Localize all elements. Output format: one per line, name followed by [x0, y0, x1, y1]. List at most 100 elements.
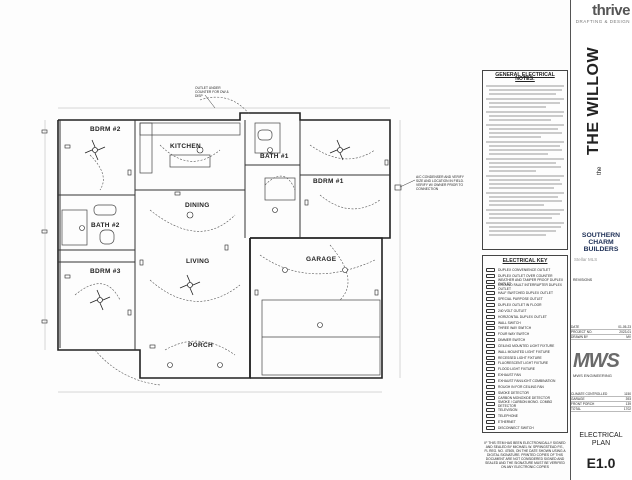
key-item: FOUR WAY SWITCH: [486, 331, 564, 337]
key-symbol-icon: [486, 338, 495, 343]
key-symbol-icon: [486, 332, 495, 337]
key-item: FLUORESCENT LIGHT FIXTURE: [486, 361, 564, 367]
notes-title: GENERAL ELECTRICAL NOTES:: [495, 72, 555, 82]
key-symbol-icon: [486, 367, 495, 372]
key-item-label: DUPLEX OUTLET OVER COUNTER: [498, 273, 553, 278]
key-symbol-icon: [486, 355, 495, 360]
key-item: SMOKE DETECTOR: [486, 390, 564, 396]
key-item-label: EXHAUST FAN: [498, 373, 521, 378]
key-item: DIMMER SWITCH: [486, 337, 564, 343]
key-item-label: TELEPHONE: [498, 414, 518, 419]
key-symbol-icon: [486, 285, 495, 290]
key-symbol-icon: [486, 414, 495, 419]
key-item-label: CEILING MOUNTED LIGHT FIXTURE: [498, 343, 555, 348]
key-item-label: CARBON MONOXIDE DETECTOR: [498, 396, 550, 401]
key-item-label: ROUGH IN FOR CEILING FAN: [498, 384, 544, 389]
key-symbol-icon: [486, 378, 495, 383]
room-bdrm3: BDRM #3: [90, 268, 121, 275]
sheet-title: ELECTRICAL PLAN: [571, 432, 631, 448]
key-item-label: FLUORESCENT LIGHT FIXTURE: [498, 361, 549, 366]
key-symbol-icon: [486, 431, 495, 432]
room-garage: GARAGE: [306, 256, 337, 263]
key-item: THREE WAY SWITCH: [486, 325, 564, 331]
key-symbol-icon: [486, 373, 495, 378]
logo-main: thrive: [592, 2, 630, 19]
engineer-name: MWS ENGINEERING: [573, 373, 612, 378]
key-item-label: DISCONNECT SWITCH: [498, 425, 534, 430]
revisions-label: REVISIONS: [573, 278, 593, 282]
key-symbol-icon: [486, 384, 495, 389]
key-item: HORIZONTAL DUPLEX OUTLET: [486, 314, 564, 320]
key-item-label: DIMMER SWITCH: [498, 338, 526, 343]
key-item-label: DUPLEX OUTLET IN FLOOR: [498, 302, 542, 307]
key-item-label: SMOKE DETECTOR: [498, 390, 529, 395]
key-item: HALF SWITCHED DUPLEX OUTLET: [486, 290, 564, 296]
key-symbol-icon: [486, 361, 495, 366]
key-item: SPECIAL PURPOSE OUTLET: [486, 296, 564, 302]
room-bdrm1: BDRM #1: [313, 178, 344, 185]
key-item-label: WALL SWITCH: [498, 320, 521, 325]
key-item: DUPLEX OUTLET IN FLOOR: [486, 302, 564, 308]
key-symbol-icon: [486, 297, 495, 302]
key-item: 240 VOLT OUTLET: [486, 308, 564, 314]
tb-row: PROJECT NO.2023-01: [571, 330, 631, 335]
room-dining: DINING: [185, 202, 210, 209]
key-item-label: WEATHER AND TAMPER PROOF DUPLEX OUTLET: [498, 277, 564, 286]
key-item: FLOOD LIGHT FIXTURE: [486, 366, 564, 372]
logo-sub: DRAFTING & DESIGN: [575, 19, 630, 24]
project-name-block: the THE WILLOW: [585, 40, 605, 180]
room-living: LIVING: [186, 258, 210, 265]
key-item-label: GROUND FAULT INTERRUPTER DUPLEX OUTLET: [498, 283, 562, 292]
key-symbol-icon: [486, 349, 495, 354]
thrive-logo: thrive DRAFTING & DESIGN: [572, 2, 631, 32]
title-block: [570, 0, 632, 480]
key-item: DISCONNECT SWITCH: [486, 425, 564, 431]
key-title: ELECTRICAL KEY: [502, 258, 548, 264]
project-name: THE WILLOW: [585, 46, 602, 155]
key-item-label: WALL MOUNTED LIGHT FIXTURE: [498, 349, 550, 354]
key-symbol-icon: [486, 291, 495, 296]
key-item: RECESSED LIGHT FIXTURE: [486, 355, 564, 361]
key-item: TELEPHONE: [486, 413, 564, 419]
key-item: CABLE OR PHONE BOX: [486, 431, 564, 433]
builder-logo: SOUTHERN CHARM BUILDERS: [571, 232, 631, 254]
key-item-label: FOUR WAY SWITCH: [498, 332, 530, 337]
project-prefix: the: [597, 166, 603, 175]
key-item-label: RECESSED LIGHT FIXTURE: [498, 355, 542, 360]
key-item: EXHAUST FAN/LIGHT COMBINATION: [486, 378, 564, 384]
key-symbol-icon: [486, 308, 495, 313]
key-item: WALL MOUNTED LIGHT FIXTURE: [486, 349, 564, 355]
sheet-title-line1: ELECTRICAL: [579, 432, 623, 439]
room-porch: PORCH: [188, 342, 213, 349]
key-item: TELEVISION: [486, 407, 564, 413]
key-item-label: TELEVISION: [498, 408, 518, 413]
key-symbol-icon: [486, 390, 495, 395]
key-item-label: 240 VOLT OUTLET: [498, 308, 527, 313]
room-bath1: BATH #1: [260, 153, 289, 160]
key-item: WALL SWITCH: [486, 320, 564, 326]
key-symbol-icon: [486, 425, 495, 430]
key-symbol-icon: [486, 402, 495, 407]
key-item-label: CABLE OR PHONE BOX: [498, 432, 535, 433]
key-symbol-icon: [486, 419, 495, 424]
key-item-label: SMOKE / CARBON MONO. COMBO DETECTOR: [498, 400, 553, 409]
key-item: DUPLEX CONVENIENCE OUTLET: [486, 267, 564, 273]
engineer-logo-mark: MWS: [573, 350, 620, 372]
key-item: ROUGH IN FOR CEILING FAN: [486, 384, 564, 390]
key-item-label: FLOOD LIGHT FIXTURE: [498, 367, 535, 372]
room-bath2: BATH #2: [91, 222, 120, 229]
key-item: GROUND FAULT INTERRUPTER DUPLEX OUTLET: [486, 283, 564, 292]
seal-disclaimer: IF THIS ITEM HAS BEEN ELECTRONICALLY SIG…: [484, 441, 566, 469]
key-symbol-icon: [486, 408, 495, 413]
key-symbol-icon: [486, 314, 495, 319]
engineer-logo: MWS MWS ENGINEERING: [573, 350, 629, 382]
